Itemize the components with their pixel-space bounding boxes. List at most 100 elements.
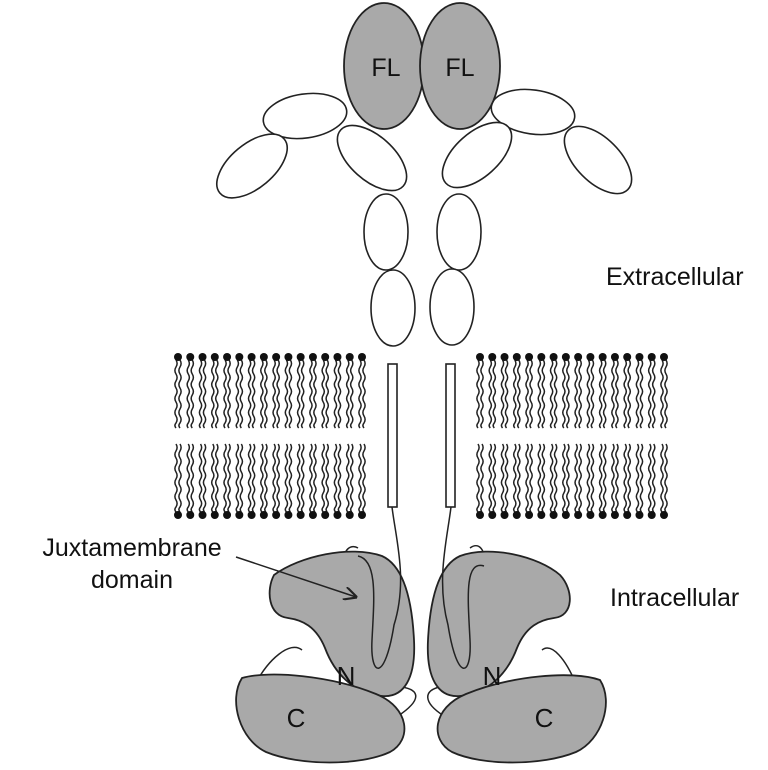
lipid-tail (624, 444, 630, 512)
lipid-tail (661, 444, 667, 512)
ligand-label-right: FL (445, 54, 474, 82)
ig-domain-right-5 (430, 269, 474, 345)
n-lobe-label-left: N (337, 661, 356, 691)
ig-domain-left-5 (371, 270, 415, 346)
lipid-head (599, 511, 607, 519)
lipid-head (199, 353, 207, 361)
lipid-head (562, 511, 570, 519)
lipid-head (623, 353, 631, 361)
lipid-head (648, 511, 656, 519)
lipid-tail (298, 444, 304, 512)
lipid-tail (501, 360, 507, 428)
lipid-tail (347, 360, 353, 428)
lipid-head (211, 353, 219, 361)
transmembrane-helix-right (446, 364, 455, 507)
extracellular-label: Extracellular (606, 263, 744, 291)
lipid-tail (636, 360, 642, 428)
lipid-tail (322, 444, 328, 512)
lipid-head (186, 353, 194, 361)
lipid-head (248, 511, 256, 519)
lipid-tail (600, 360, 606, 428)
lipid-tail (334, 360, 340, 428)
lipid-head (358, 353, 366, 361)
lipid-tail (538, 360, 544, 428)
lipid-tail (261, 444, 267, 512)
lipid-head (586, 353, 594, 361)
lipid-tail (249, 360, 255, 428)
lipid-tail (224, 444, 230, 512)
lipid-head (611, 511, 619, 519)
intracellular-label: Intracellular (610, 584, 739, 612)
lipid-tail (236, 444, 242, 512)
lipid-head (272, 511, 280, 519)
c-lobe-label-left: C (287, 703, 306, 733)
transmembrane-helix-left (388, 364, 397, 507)
juxtamembrane-label-line2: domain (91, 566, 173, 594)
lipid-tail (477, 360, 483, 428)
lipid-head (235, 353, 243, 361)
lipid-tail (649, 444, 655, 512)
lipid-head (346, 511, 354, 519)
lipid-head (284, 511, 292, 519)
kinase-domain-right: N C (428, 507, 606, 763)
lipid-tail (187, 360, 193, 428)
lipid-head (199, 511, 207, 519)
lipid-head (346, 353, 354, 361)
lipid-head (501, 353, 509, 361)
lipid-head (660, 511, 668, 519)
lipid-tail (236, 360, 242, 428)
lipid-tail (310, 444, 316, 512)
lipid-bilayer-right (476, 353, 668, 519)
lipid-tail (551, 444, 557, 512)
lipid-head (309, 511, 317, 519)
ig-domain-left-4 (364, 194, 408, 270)
lipid-tail (334, 444, 340, 512)
lipid-head (476, 353, 484, 361)
lipid-tail (649, 360, 655, 428)
lipid-head (488, 353, 496, 361)
ligand-dimer: FL FL (344, 3, 500, 129)
lipid-tail (624, 360, 630, 428)
lipid-tail (261, 360, 267, 428)
lipid-tail (199, 360, 205, 428)
lipid-head (611, 353, 619, 361)
lipid-tail (526, 360, 532, 428)
lipid-tail (212, 444, 218, 512)
lipid-head (537, 511, 545, 519)
lipid-tail (359, 360, 365, 428)
lipid-head (321, 353, 329, 361)
lipid-tail (551, 360, 557, 428)
lipid-head (248, 353, 256, 361)
lipid-head (333, 511, 341, 519)
lipid-tail (501, 444, 507, 512)
lipid-tail (347, 444, 353, 512)
lipid-tail (285, 360, 291, 428)
lipid-head (537, 353, 545, 361)
lipid-head (513, 353, 521, 361)
lipid-tail (224, 360, 230, 428)
lipid-tail (587, 360, 593, 428)
lipid-head (297, 511, 305, 519)
lipid-head (635, 511, 643, 519)
lipid-head (525, 353, 533, 361)
lipid-tail (526, 444, 532, 512)
lipid-tail (175, 444, 181, 512)
lipid-tail (175, 360, 181, 428)
lipid-head (513, 511, 521, 519)
lipid-tail (612, 444, 618, 512)
lipid-head (550, 353, 558, 361)
lipid-bilayer-left (174, 353, 366, 519)
lipid-tail (661, 360, 667, 428)
lipid-head (174, 511, 182, 519)
lipid-tail (514, 444, 520, 512)
lipid-tail (575, 360, 581, 428)
lipid-head (550, 511, 558, 519)
lipid-head (635, 353, 643, 361)
lipid-tail (563, 444, 569, 512)
lipid-head (501, 511, 509, 519)
lipid-head (223, 353, 231, 361)
lipid-head (574, 353, 582, 361)
lipid-tail (636, 444, 642, 512)
